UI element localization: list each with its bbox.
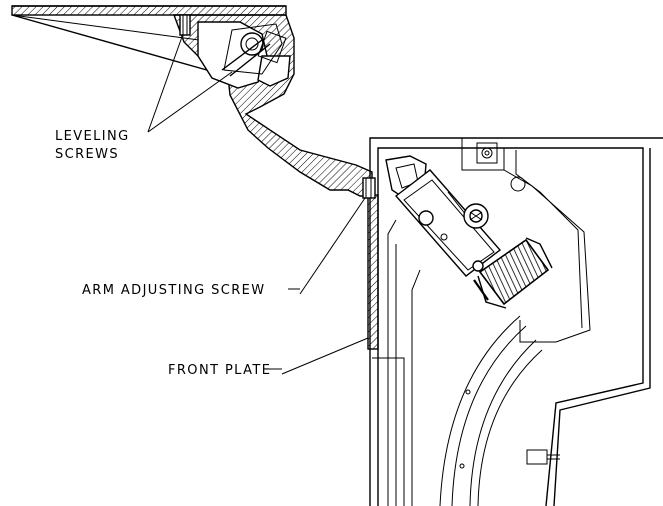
- side-clip: [526, 449, 548, 465]
- housing-bolt-square: [476, 142, 498, 164]
- label-leveling-screws-line2: SCREWS: [55, 147, 119, 162]
- clamp-screw-head: [240, 32, 264, 56]
- label-front-plate: FRONT PLATE: [168, 363, 271, 378]
- guide-rails: [372, 219, 543, 506]
- housing-hole: [510, 176, 526, 192]
- front-plate: [362, 177, 379, 350]
- leveling-arm: [11, 14, 373, 197]
- adjusting-bracket: [385, 155, 553, 309]
- leader-lines: [147, 33, 369, 375]
- top-plate: [11, 5, 287, 16]
- label-arm-adjusting-screw: ARM ADJUSTING SCREW: [82, 283, 266, 298]
- label-leveling-screws-line1: LEVELING: [55, 129, 130, 144]
- adjusting-knob: [478, 238, 550, 306]
